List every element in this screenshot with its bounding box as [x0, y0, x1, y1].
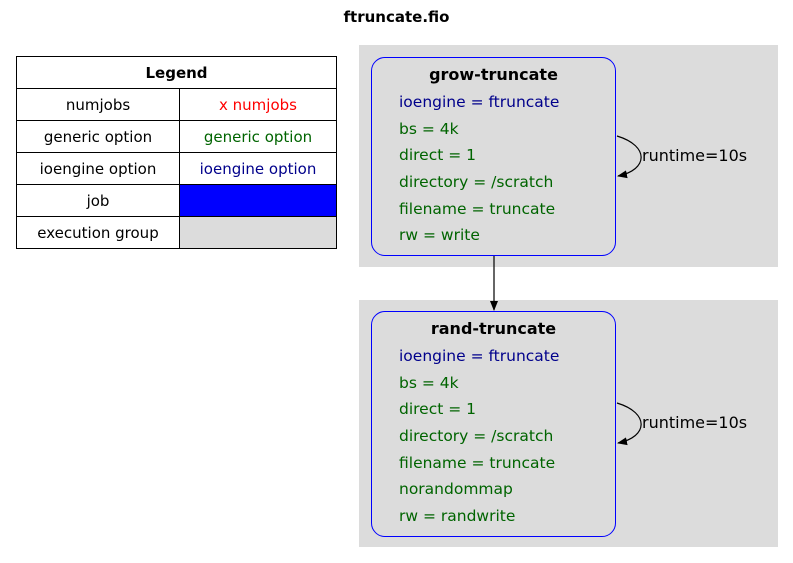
generic-option: bs = 4k	[399, 119, 459, 138]
job-name: grow-truncate	[429, 65, 558, 84]
generic-option: bs = 4k	[399, 373, 459, 392]
loop-label-rand-truncate: runtime=10s	[642, 413, 748, 432]
self-loop-grow-truncate	[616, 135, 642, 179]
legend-table: Legend numjobs x numjobs generic option …	[16, 56, 337, 249]
legend-sample-ioengine-option: ioengine option	[179, 152, 337, 185]
loop-label-grow-truncate: runtime=10s	[642, 146, 748, 165]
legend-swatch-job	[179, 184, 337, 217]
generic-option: norandommap	[399, 480, 513, 499]
generic-option: directory = /scratch	[399, 427, 554, 446]
job-node-rand-truncate: rand-truncate ioengine = ftruncate bs = …	[371, 311, 616, 537]
generic-option: direct = 1	[399, 400, 477, 419]
job-name: rand-truncate	[430, 319, 557, 338]
generic-option: directory = /scratch	[399, 173, 554, 192]
generic-option: rw = write	[399, 226, 480, 245]
job-node-grow-truncate: grow-truncate ioengine = ftruncate bs = …	[371, 57, 616, 256]
ioengine-option: ioengine = ftruncate	[399, 93, 560, 111]
legend-label-generic-option: generic option	[16, 120, 180, 153]
ioengine-option: ioengine = ftruncate	[399, 347, 560, 365]
self-loop-rand-truncate	[616, 402, 642, 446]
generic-option: direct = 1	[399, 146, 477, 165]
legend-label-execution-group: execution group	[16, 216, 180, 249]
legend-header: Legend	[16, 56, 337, 89]
generic-option: filename = truncate	[399, 453, 556, 472]
legend-swatch-execution-group	[179, 216, 337, 249]
generic-option: rw = randwrite	[399, 507, 516, 526]
diagram-title: ftruncate.fio	[343, 8, 450, 26]
legend-sample-numjobs: x numjobs	[179, 88, 337, 121]
generic-option: filename = truncate	[399, 199, 556, 218]
legend-label-numjobs: numjobs	[16, 88, 180, 121]
legend-label-job: job	[16, 184, 180, 217]
